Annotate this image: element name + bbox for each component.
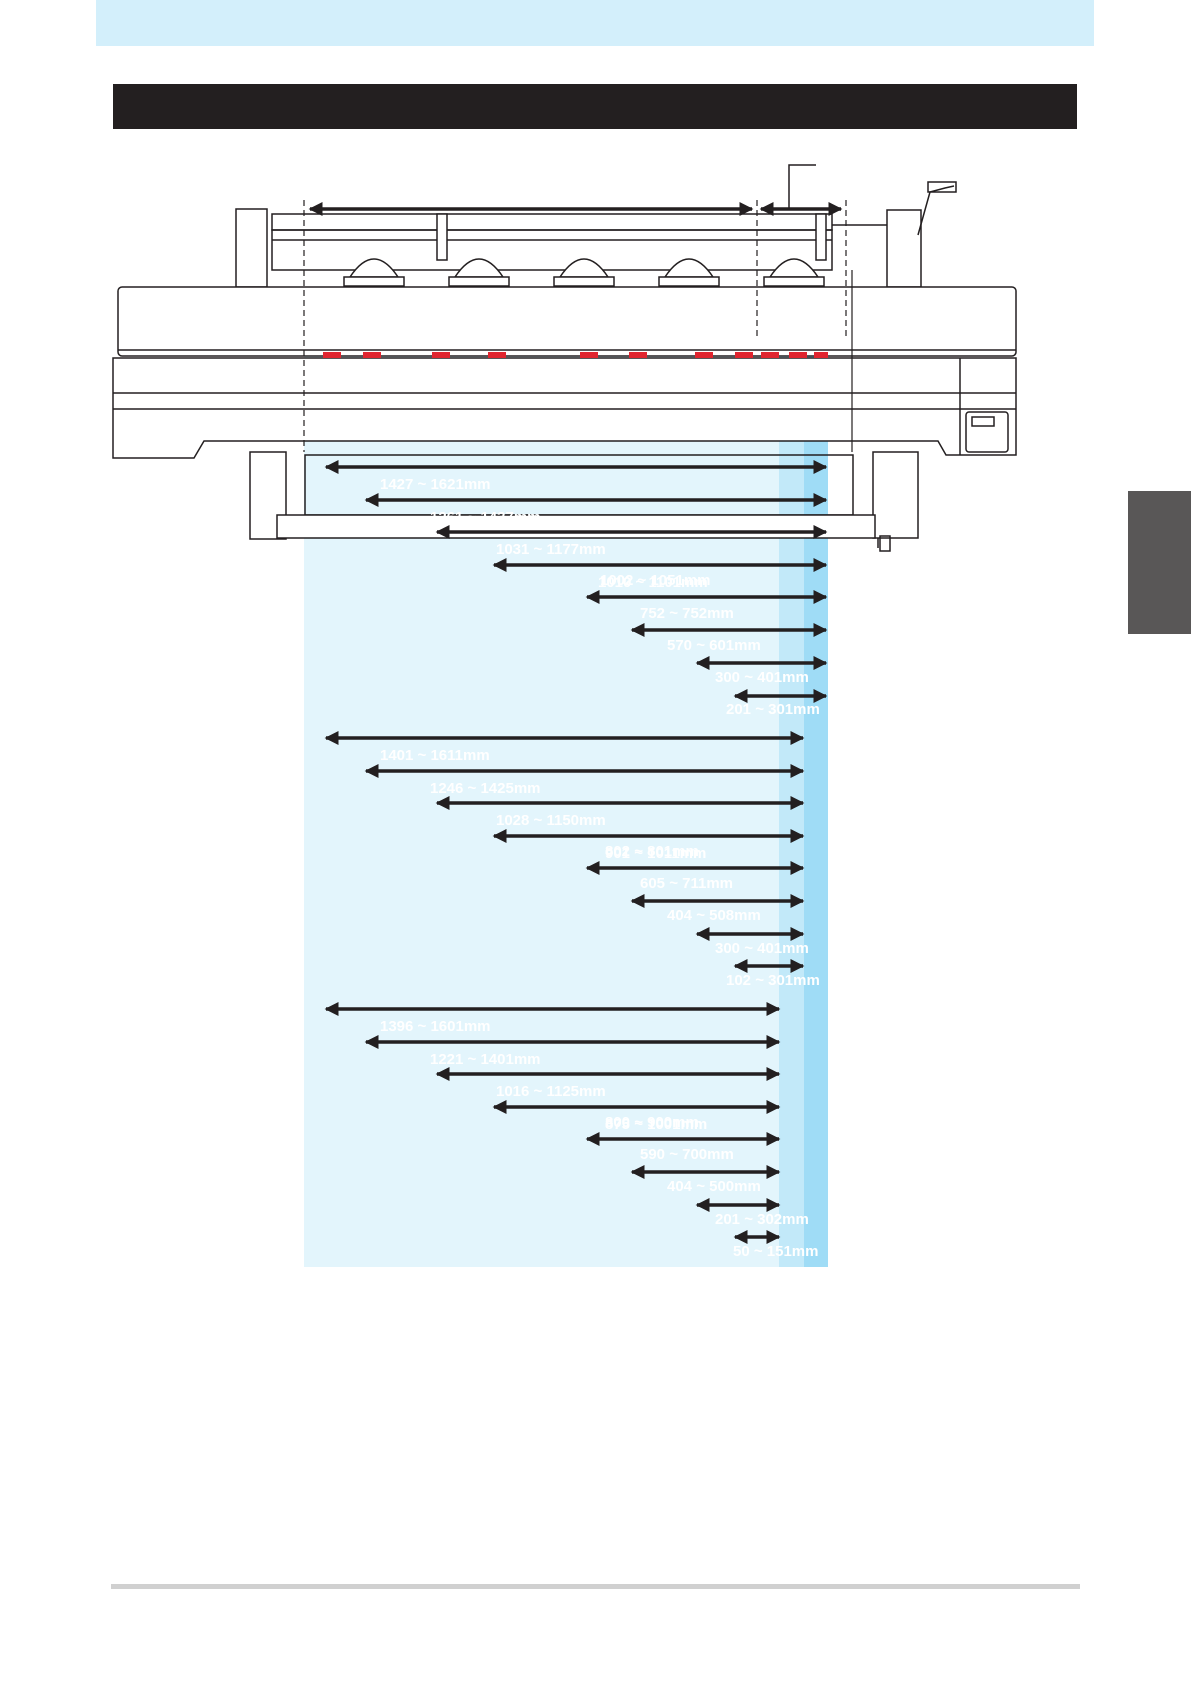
- range-label: 802 ~ 801mm: [605, 843, 699, 860]
- range-label: 1010 ~ 1101mm: [598, 574, 708, 591]
- range-label: 570 ~ 601mm: [667, 637, 761, 654]
- leader-line: [788, 164, 816, 209]
- range-label: 1246 ~ 1425mm: [430, 780, 541, 797]
- range-label: 300 ~ 401mm: [715, 940, 809, 957]
- range-label: 1028 ~ 1150mm: [496, 812, 606, 829]
- range-label: 1401 ~ 1611mm: [380, 747, 490, 764]
- range-label: 901 ~ 1011mm: [605, 845, 706, 862]
- highlight-zone-light: [304, 334, 828, 1267]
- pinch-roller-icon: [343, 213, 827, 287]
- printer-icon: [112, 181, 1017, 552]
- range-label: 800 ~ 900mm: [605, 1114, 699, 1131]
- range-label: 605 ~ 711mm: [640, 875, 733, 892]
- clamp-marks: [323, 352, 828, 358]
- range-label: 50 ~ 151mm: [733, 1243, 818, 1260]
- top-band: [96, 0, 1094, 46]
- top-label: 111: [311, 333, 331, 348]
- highlight-zone-dark: [804, 334, 828, 1267]
- footer-rule: [111, 1584, 1080, 1589]
- range-label: 404 ~ 508mm: [667, 907, 761, 924]
- range-label: 1016 ~ 1125mm: [496, 1083, 606, 1100]
- top-label: 222: [361, 333, 383, 348]
- top-label: 333: [427, 333, 449, 348]
- top-label: 999: [754, 333, 776, 348]
- range-label: 1427 ~ 1621mm: [380, 476, 491, 493]
- side-label: 000: [757, 366, 779, 381]
- range-label: 201 ~ 302mm: [715, 1211, 809, 1228]
- range-label: 201 ~ 301mm: [726, 701, 820, 718]
- range-label: 1396 ~ 1601mm: [380, 1018, 491, 1035]
- section-header-bar: [113, 84, 1077, 129]
- range-label: 102 ~ 301mm: [726, 972, 820, 989]
- range-label: 1261 ~ 1437mm: [430, 509, 541, 526]
- top-label: 444: [484, 333, 506, 348]
- top-label: 555: [575, 333, 597, 348]
- top-label: 666: [622, 333, 644, 348]
- range-group-3: 1396 ~ 1601mm 1221 ~ 1401mm 1016 ~ 1125m…: [324, 1002, 818, 1260]
- top-label: 888: [725, 333, 747, 348]
- range-label: 1031 ~ 1177mm: [496, 541, 606, 558]
- top-label: 000: [781, 333, 803, 348]
- range-label: 875 ~ 1001mm: [605, 1116, 707, 1133]
- side-label: 0: [808, 366, 815, 381]
- range-label: 1221 ~ 1401mm: [430, 1051, 541, 1068]
- range-label: 300 ~ 401mm: [715, 669, 809, 686]
- range-label: 1002 ~ 1051mm: [600, 572, 711, 589]
- range-label: 590 ~ 700mm: [640, 1146, 734, 1163]
- guide-lines: [303, 200, 847, 452]
- chapter-side-tab: [1128, 491, 1191, 634]
- range-label: 404 ~ 500mm: [667, 1178, 761, 1195]
- top-label: 010: [809, 333, 831, 348]
- highlight-zone-mid: [779, 334, 808, 1267]
- range-group-1: 1427 ~ 1621mm 1261 ~ 1437mm 1031 ~ 1177m…: [324, 460, 828, 718]
- top-label: 777: [685, 333, 707, 348]
- top-labels: 111 222 333 444 555 666 777 888 999 000 …: [311, 333, 831, 381]
- range-label: 752 ~ 752mm: [640, 605, 734, 622]
- range-group-2: 1401 ~ 1611mm 1246 ~ 1425mm 1028 ~ 1150m…: [324, 731, 820, 989]
